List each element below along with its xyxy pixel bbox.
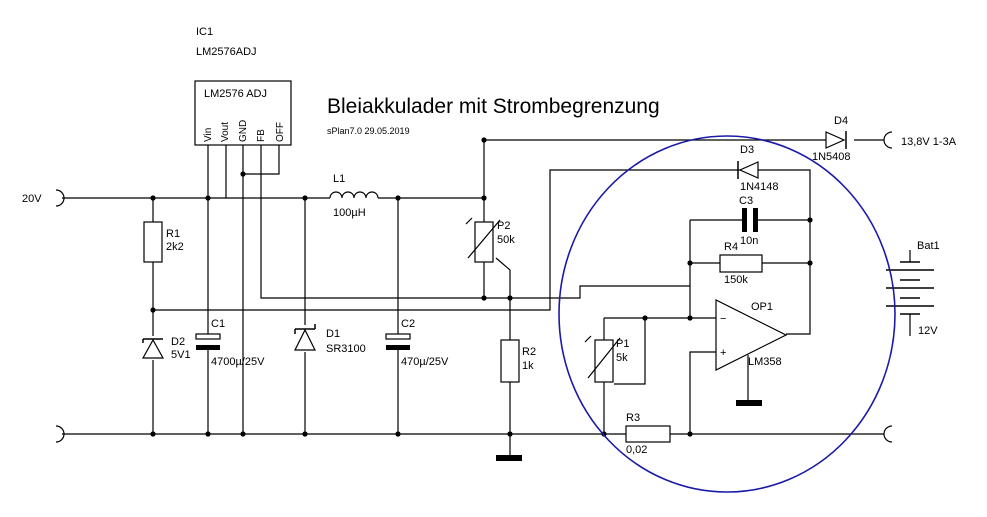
opamp-op1: − + OP1 LM358: [715, 299, 788, 371]
ic1-part: LM2576ADJ: [196, 46, 257, 58]
svg-text:D1: D1: [326, 328, 340, 340]
svg-text:D3: D3: [740, 144, 754, 156]
ic1-pin-fb: FB: [256, 129, 267, 142]
ground-symbols: [496, 400, 762, 461]
resistor-r2: R2 1k: [500, 339, 536, 383]
resistor-r4: R4 150k: [719, 241, 763, 286]
inductor-l1: L1 100µH: [329, 173, 379, 219]
capacitor-c2: C2 470µ/25V: [385, 318, 449, 368]
capacitor-c3: C3 10n: [739, 195, 758, 247]
terminal-input-label: 20V: [22, 193, 42, 205]
junction-dots: [150, 137, 813, 437]
svg-text:C2: C2: [401, 318, 415, 330]
svg-text:12V: 12V: [918, 325, 938, 337]
svg-text:10n: 10n: [740, 235, 758, 247]
svg-text:R3: R3: [626, 412, 640, 424]
ic1-pin-vout: Vout: [220, 122, 231, 142]
svg-text:R1: R1: [166, 228, 180, 240]
svg-text:4700µ/25V: 4700µ/25V: [211, 356, 265, 368]
svg-text:Bat1: Bat1: [917, 240, 940, 252]
ic1-pin-gnd: GND: [238, 120, 249, 142]
capacitor-c1: C1 4700µ/25V: [195, 318, 265, 368]
resistor-r1: R1 2k2: [143, 221, 184, 263]
svg-text:0,02: 0,02: [626, 444, 647, 456]
schematic-subtitle: sPlan7.0 29.05.2019: [327, 126, 410, 136]
svg-text:1N5408: 1N5408: [812, 151, 851, 163]
diode-d4: D4 1N5408: [812, 115, 851, 163]
svg-text:5V1: 5V1: [171, 349, 191, 361]
svg-text:100µH: 100µH: [333, 207, 366, 219]
svg-text:50k: 50k: [497, 234, 515, 246]
resistor-r3: R3 0,02: [625, 412, 671, 456]
ic1-lm2576: IC1 LM2576ADJ LM2576 ADJ Vin Vout GND FB…: [194, 26, 292, 146]
terminal-input-20v: [55, 189, 65, 207]
terminal-output: [883, 131, 893, 149]
terminals: 20V 13,8V 1-3A: [22, 131, 957, 443]
svg-text:C3: C3: [739, 195, 753, 207]
terminal-input-gnd: [55, 425, 65, 443]
svg-text:2k2: 2k2: [166, 241, 184, 253]
potentiometer-p2: P2 50k: [465, 217, 515, 263]
ic1-ref: IC1: [196, 26, 213, 38]
svg-text:C1: C1: [211, 318, 225, 330]
svg-text:OP1: OP1: [751, 301, 773, 313]
svg-text:470µ/25V: 470µ/25V: [401, 356, 449, 368]
svg-text:D4: D4: [834, 115, 848, 127]
svg-text:P2: P2: [497, 220, 510, 232]
ic1-pin-off: OFF: [275, 122, 286, 142]
svg-text:SR3100: SR3100: [326, 343, 366, 355]
diode-d3: D3 1N4148: [737, 144, 779, 193]
ic1-box-label: LM2576 ADJ: [204, 88, 267, 100]
svg-text:P1: P1: [616, 338, 629, 350]
terminal-output-gnd: [883, 425, 893, 443]
schematic-title: Bleiakkulader mit Strombegrenzung: [327, 95, 660, 118]
svg-text:+: +: [720, 347, 726, 359]
ic1-pin-vin: Vin: [203, 128, 214, 142]
schottky-diode-d1: D1 SR3100: [294, 324, 366, 355]
svg-text:150k: 150k: [724, 274, 748, 286]
ground-symbol-opamp: [736, 400, 762, 406]
svg-text:1N4148: 1N4148: [740, 181, 779, 193]
svg-text:D2: D2: [171, 336, 185, 348]
svg-text:L1: L1: [333, 173, 345, 185]
wires: [62, 139, 911, 455]
potentiometer-p1: P1 5k: [584, 335, 629, 383]
highlight-circle: [558, 135, 896, 493]
ground-symbol-main: [496, 455, 522, 461]
svg-text:−: −: [720, 313, 726, 325]
svg-text:5k: 5k: [616, 352, 628, 364]
svg-text:LM358: LM358: [748, 356, 782, 368]
svg-text:R4: R4: [724, 241, 738, 253]
zener-diode-d2: D2 5V1: [141, 336, 191, 361]
terminal-output-label: 13,8V 1-3A: [901, 136, 957, 148]
svg-text:R2: R2: [522, 346, 536, 358]
svg-text:1k: 1k: [522, 360, 534, 372]
